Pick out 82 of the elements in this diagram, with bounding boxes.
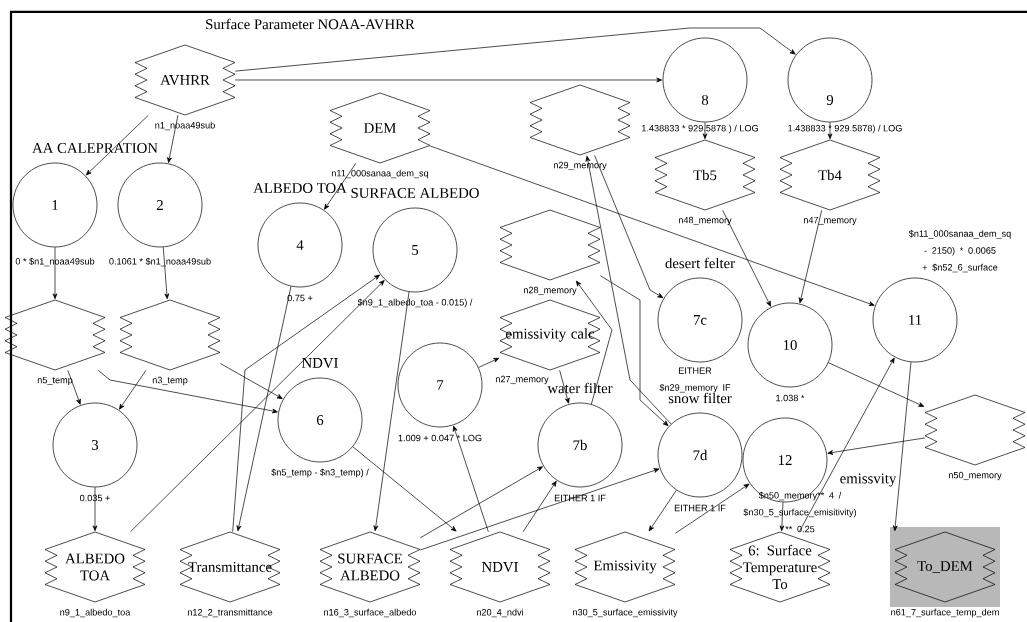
node-caption: n30_5_surface_emissivity	[573, 608, 678, 618]
arrow	[798, 209, 823, 304]
node-caption: EITHER 1 IF	[674, 504, 726, 512]
node-caption: 1.009 + 0.047 * LOG	[398, 434, 482, 442]
arrow	[585, 155, 672, 425]
raster-symbol	[4, 299, 106, 371]
arrow	[219, 363, 283, 399]
free-label: emissvity	[840, 473, 897, 487]
node-caption: 0.75 +	[287, 294, 313, 302]
arrow	[85, 114, 149, 176]
arrow	[722, 209, 771, 307]
arrow	[478, 357, 500, 368]
arrow	[674, 483, 750, 534]
arrow	[373, 291, 410, 532]
arrow	[522, 480, 557, 533]
arrow	[67, 369, 81, 405]
arrow	[232, 274, 380, 533]
diagram-title: Surface Parameter NOAA-AVHRR	[206, 18, 415, 30]
node-caption: n1_noaa49sub	[155, 121, 215, 131]
arrow	[324, 162, 357, 210]
node-caption: 0 * $n1_noaa49sub	[15, 257, 95, 267]
arrow	[97, 369, 278, 414]
node-caption: n61_7_surface_temp_dem	[891, 608, 999, 618]
node-caption: 0.1061 * $n1_noaa49sub	[109, 257, 211, 267]
arrow	[779, 501, 785, 532]
node-caption: 0.035 +	[80, 494, 110, 502]
node-caption: n28_memory	[523, 286, 577, 296]
node-label: NDVI	[301, 358, 338, 368]
node-caption: 1.438833 * 929.5878 ) / LOG	[642, 124, 758, 134]
arrow	[429, 145, 875, 306]
arrow	[827, 437, 926, 455]
node-label: SURFACE ALBEDO	[351, 188, 479, 198]
arrow	[92, 487, 98, 532]
arrow	[236, 286, 292, 532]
arrow	[892, 361, 912, 532]
arrow	[419, 466, 543, 539]
node-caption: n20_4_ndvi	[476, 608, 523, 618]
arrow	[828, 362, 925, 407]
node-caption: n11_000sanaa_dem_sq	[331, 169, 429, 179]
arrow	[352, 446, 457, 532]
arrow	[162, 246, 170, 300]
arrow	[594, 154, 664, 299]
arrow	[798, 357, 895, 533]
arrow	[559, 369, 570, 404]
node-caption: n3_temp	[152, 376, 188, 386]
arrow	[702, 122, 708, 140]
arrow	[234, 27, 796, 72]
node-label: desert felter	[665, 257, 735, 269]
arrow	[167, 114, 179, 163]
arrow	[119, 369, 147, 410]
node-caption: 1.438833 * 929.5878) / LOG	[788, 124, 902, 134]
arrow	[52, 247, 58, 300]
node-caption: n47_memory	[803, 216, 857, 226]
arrow	[575, 280, 613, 405]
node-caption: $n5_temp - $n3_temp) /	[271, 468, 369, 478]
arrow	[419, 468, 660, 551]
node-caption: EITHER $n29_memory IF	[659, 367, 731, 393]
node-caption: n48_memory	[678, 216, 732, 226]
raster-symbol	[119, 299, 221, 371]
raster-symbol	[529, 84, 631, 156]
node-caption: n50_memory	[948, 471, 1002, 481]
raster-symbol	[499, 209, 601, 281]
node-caption: 1.038 *	[776, 394, 805, 402]
arrow	[452, 425, 489, 533]
node-label: snow filter	[668, 392, 732, 404]
node-label: water filter	[547, 382, 613, 394]
node-label: AA CALEPRATION	[32, 143, 158, 153]
node-caption: n16_3_surface_albedo	[324, 608, 417, 618]
node-caption: n12_2_transmittance	[187, 608, 273, 618]
arrow	[599, 275, 669, 427]
node-caption: n27_memory	[495, 375, 549, 385]
node-caption: $n9_1_albedo_toa - 0.015) /	[357, 298, 473, 308]
node-caption: n29_memory	[553, 161, 607, 171]
arrow	[827, 122, 833, 140]
arrow	[130, 280, 385, 533]
arrow	[648, 489, 677, 532]
node-caption: n9_1_albedo_toa	[60, 608, 131, 618]
node-caption: $n11_000sanaa_dem_sq - 2150) * 0.0065 + $n52_6_surface	[908, 230, 1011, 273]
node-label: ALBEDO TOA	[253, 183, 347, 193]
raster-symbol	[924, 394, 1026, 466]
node-caption: n5_temp	[37, 376, 73, 386]
arrow	[234, 77, 663, 83]
